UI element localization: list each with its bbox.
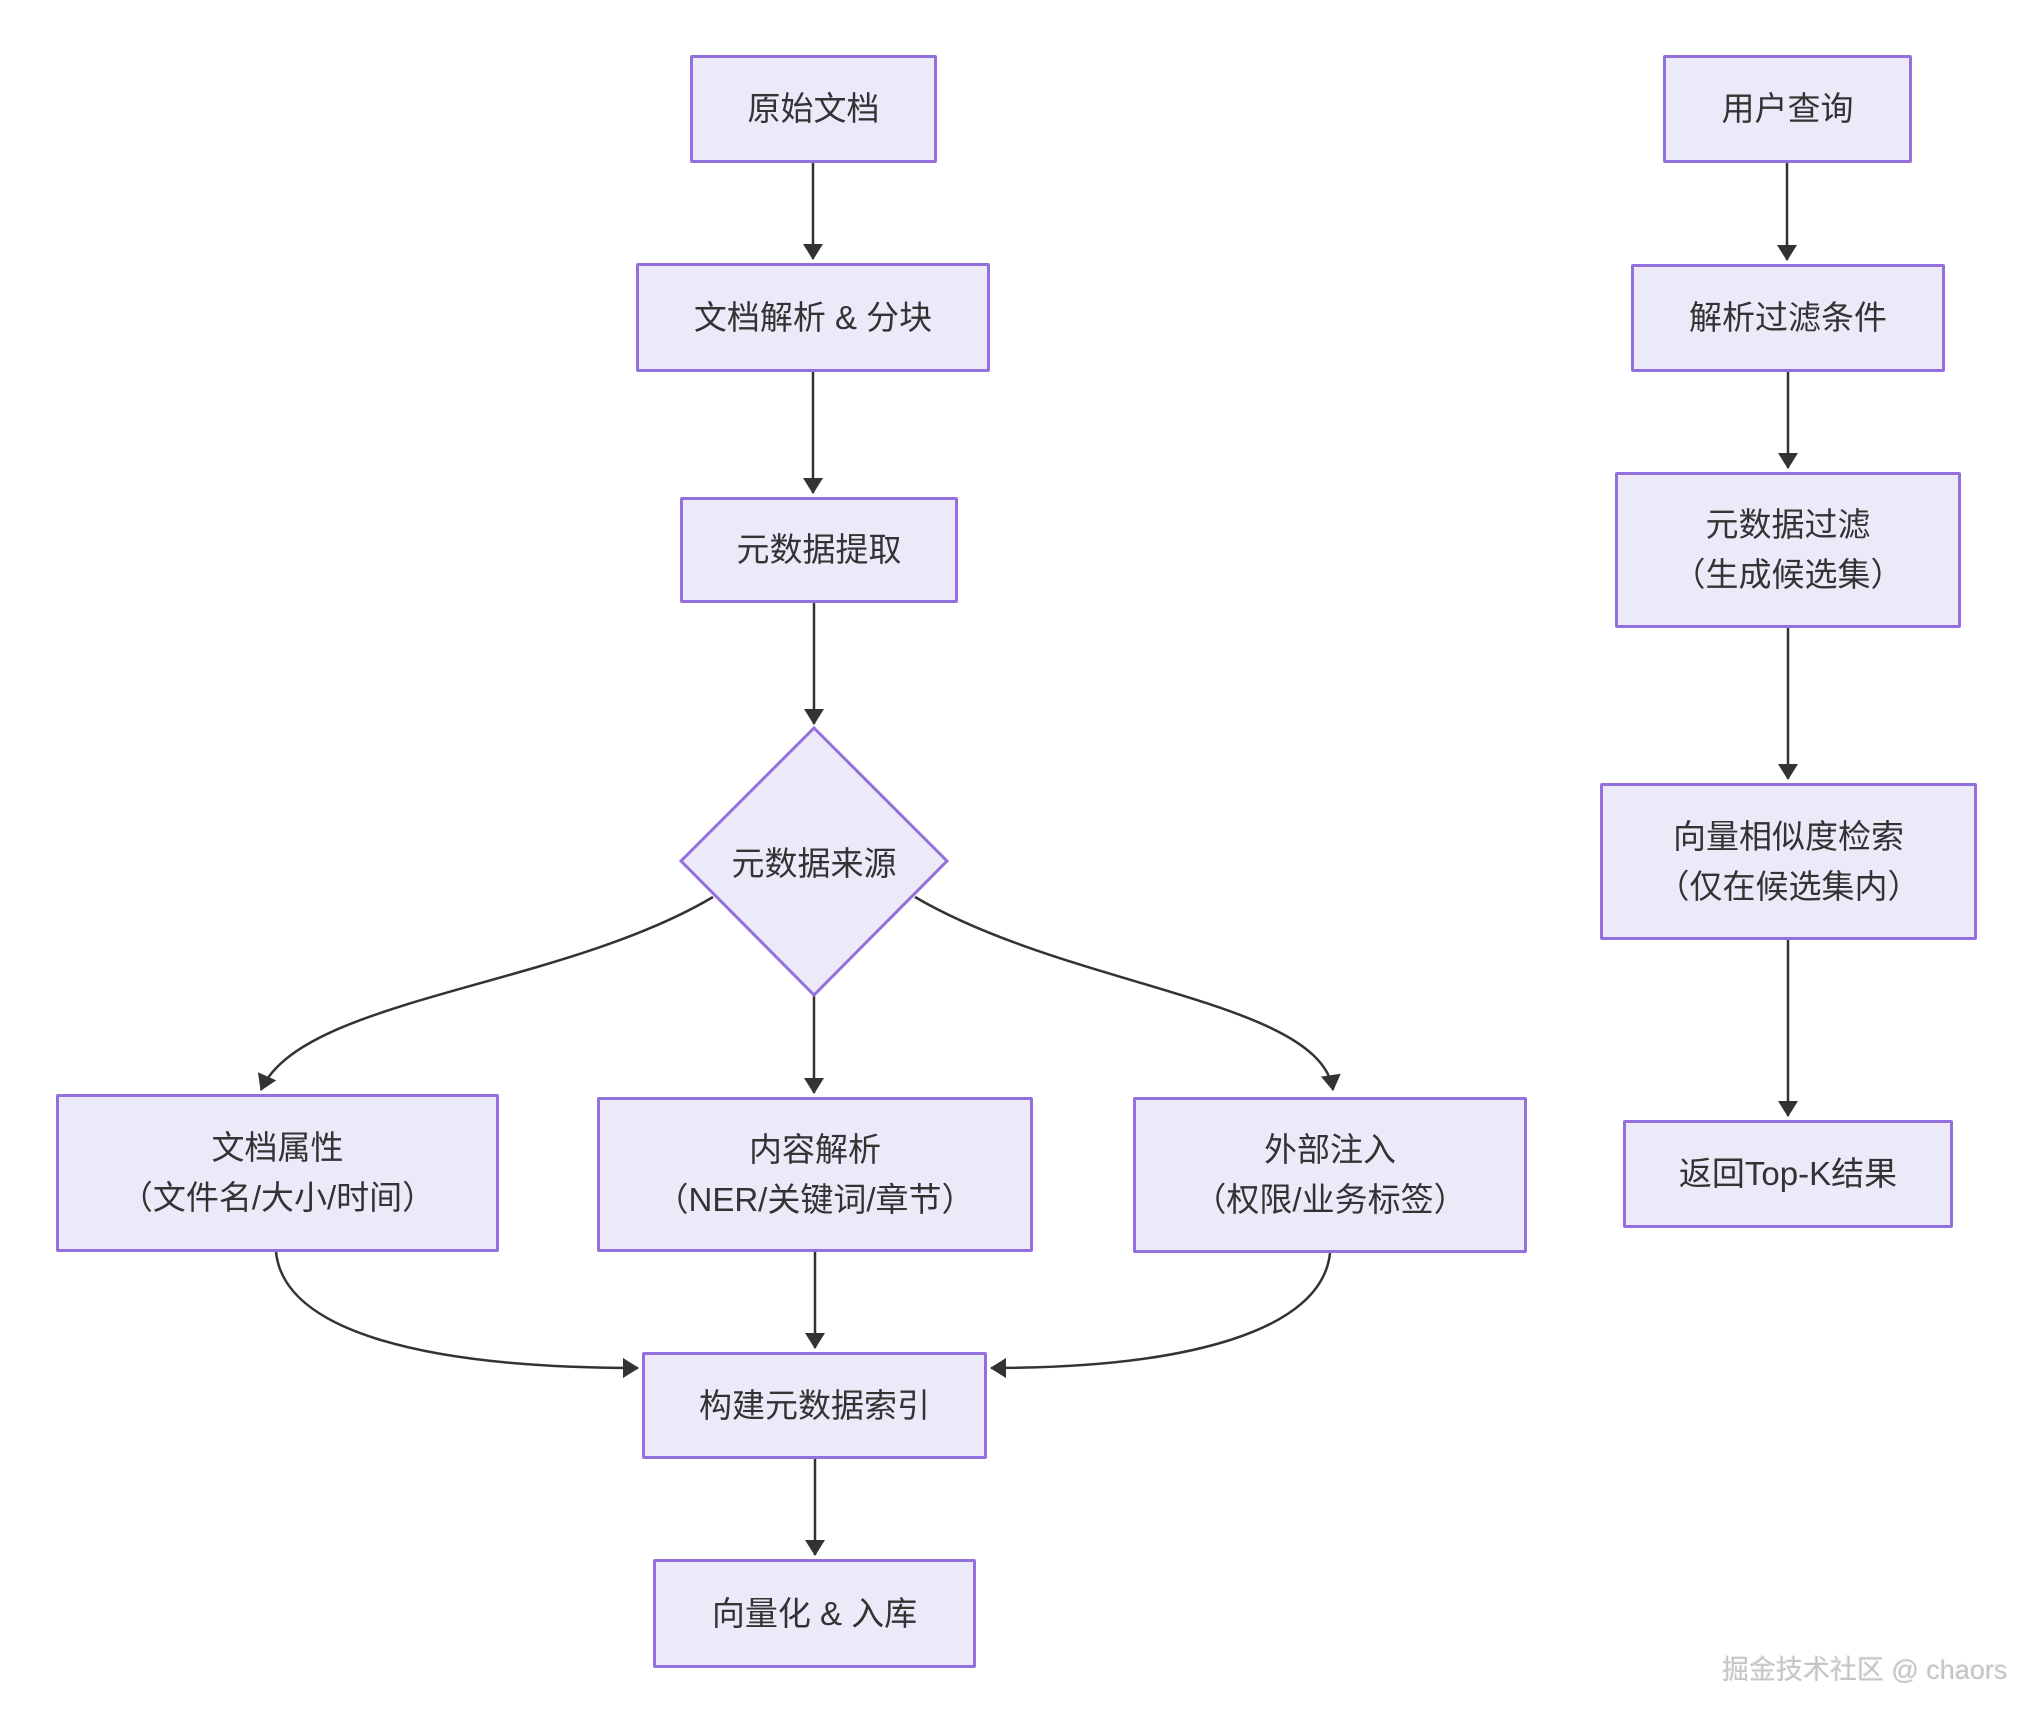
node-raw-doc: 原始文档 [690, 55, 937, 163]
edge-arrow [990, 1252, 1332, 1378]
node-parse-filter: 解析过滤条件 [1631, 264, 1945, 372]
node-vector-search: 向量相似度检索 （仅在候选集内） [1600, 783, 1977, 940]
node-label-line2: （仅在候选集内） [1656, 867, 1921, 905]
node-content-parse: 内容解析 （NER/关键词/章节） [597, 1097, 1033, 1252]
node-label: 返回Top-K结果 [1678, 1155, 1898, 1192]
node-label-line1: 文档属性 [211, 1129, 344, 1166]
edge-arrow [258, 895, 714, 1091]
node-label-line2: （NER/关键词/章节） [655, 1180, 975, 1218]
node-label: 用户查询 [1721, 90, 1854, 127]
node-label: 原始文档 [747, 90, 880, 127]
node-label-line1: 向量相似度检索 [1673, 817, 1904, 855]
node-label-line2: （生成候选集） [1672, 556, 1904, 593]
node-label-line1: 元数据过滤 [1705, 506, 1871, 543]
node-parse-chunk: 文档解析 & 分块 [636, 263, 990, 372]
node-label: 向量化 & 入库 [711, 1594, 918, 1632]
node-meta-source-shape [678, 725, 950, 998]
node-label: 解析过滤条件 [1689, 299, 1887, 336]
node-label-line2: （权限/业务标签） [1193, 1181, 1467, 1218]
node-vectorize-store: 向量化 & 入库 [653, 1559, 976, 1668]
node-build-index: 构建元数据索引 [642, 1352, 987, 1459]
node-label: 文档解析 & 分块 [693, 298, 933, 336]
node-label-line2: （文件名/大小/时间） [119, 1179, 436, 1216]
watermark: 掘金技术社区 @ chaors [1722, 1655, 2008, 1685]
node-label: 构建元数据索引 [699, 1386, 930, 1424]
node-top-k: 返回Top-K结果 [1623, 1120, 1953, 1228]
node-meta-filter: 元数据过滤 （生成候选集） [1615, 472, 1961, 628]
node-external-inject: 外部注入 （权限/业务标签） [1133, 1097, 1527, 1253]
node-doc-attrs: 文档属性 （文件名/大小/时间） [56, 1094, 499, 1252]
node-meta-extract: 元数据提取 [680, 497, 958, 603]
node-user-query: 用户查询 [1663, 55, 1912, 163]
node-meta-source-label: 元数据来源 [731, 845, 897, 882]
node-label-line1: 外部注入 [1264, 1131, 1396, 1168]
node-label: 元数据提取 [736, 531, 902, 568]
node-label-line1: 内容解析 [749, 1130, 881, 1168]
edge-arrow [914, 895, 1341, 1091]
edge-arrow [274, 1251, 639, 1378]
